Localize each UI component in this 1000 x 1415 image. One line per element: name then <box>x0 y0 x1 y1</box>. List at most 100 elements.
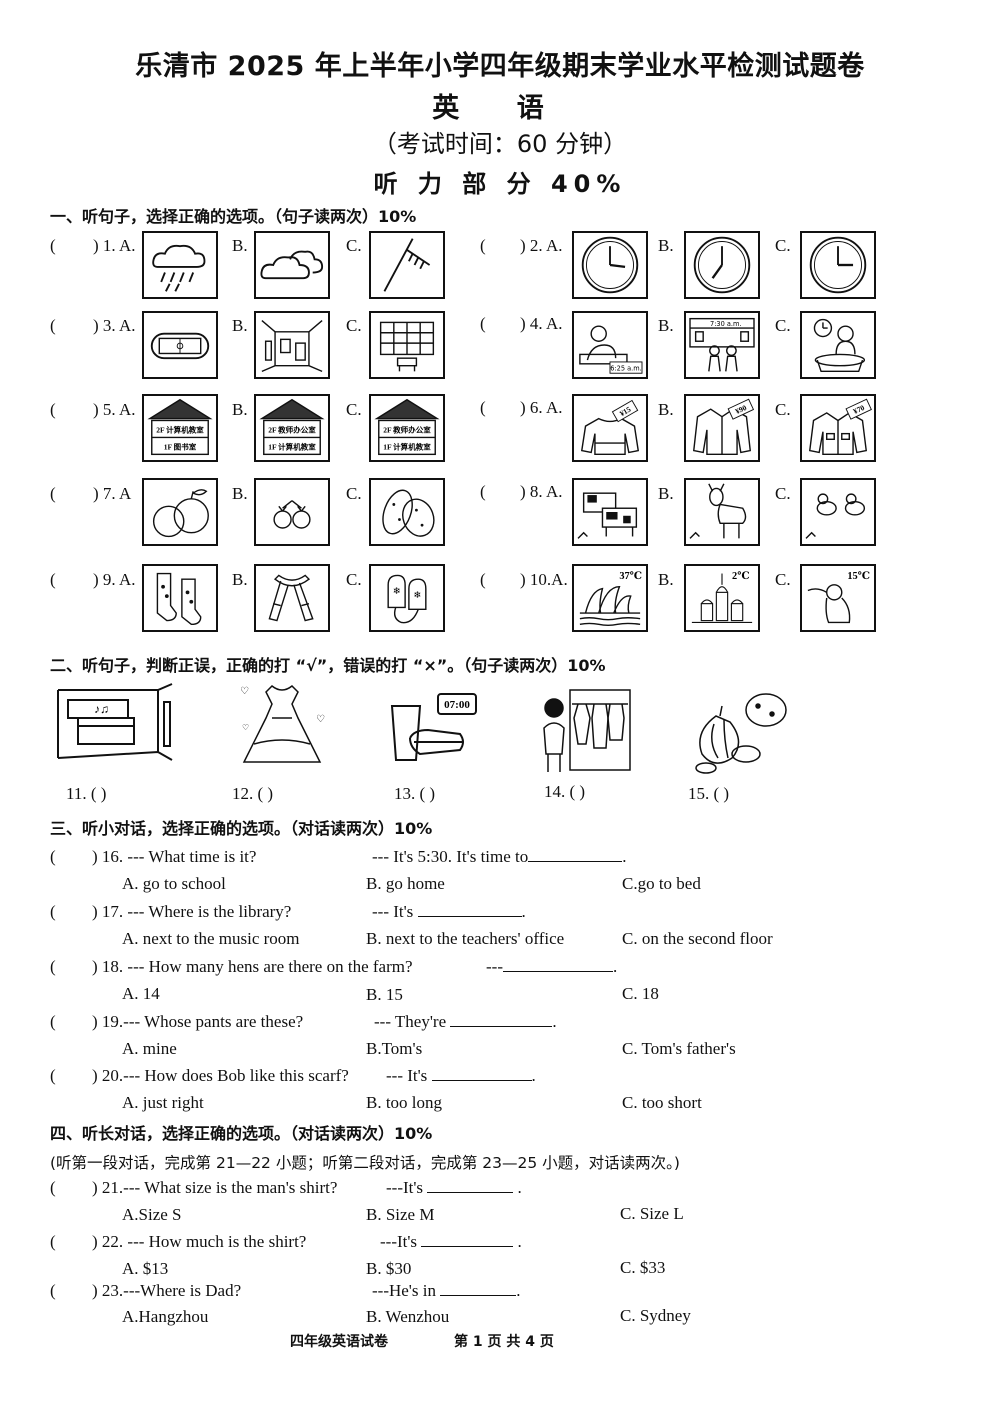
q16-option-b[interactable]: B. go home <box>366 874 445 893</box>
q1-option-a-rain-icon[interactable] <box>142 231 218 299</box>
q4-option-a-wake-up-icon[interactable]: 6:25 a.m. <box>572 311 648 379</box>
q23-option-c[interactable]: C. Sydney <box>620 1306 691 1325</box>
q11-answer-blank[interactable]: 11. ( ) <box>66 784 107 803</box>
q11-piano-room-picture: ♪♫ <box>54 682 174 766</box>
section-4-note: (听第一段对话，完成第 21—22 小题；听第二段对话，完成第 23—25 小题… <box>50 1154 680 1172</box>
paren-open: ( <box>50 957 56 976</box>
q19-option-a[interactable]: A. mine <box>122 1039 177 1058</box>
q20-response: --- It's . <box>386 1066 536 1086</box>
q14-answer-blank[interactable]: 14. ( ) <box>544 782 586 801</box>
q8-option-b-goat-icon[interactable] <box>684 478 760 546</box>
q3-option-c-library-icon[interactable] <box>369 311 445 379</box>
q12-answer-blank[interactable]: 12. ( ) <box>232 784 274 803</box>
q9-option-b-scarf-icon[interactable] <box>254 564 330 632</box>
q22-option-c[interactable]: C. $33 <box>620 1258 666 1277</box>
q9-label: 9. A. <box>102 570 136 589</box>
q2-c-label: C. <box>775 236 791 255</box>
q19-blank[interactable] <box>450 1026 553 1027</box>
q9-option-a-socks-icon[interactable] <box>142 564 218 632</box>
q13-answer-blank[interactable]: 13. ( ) <box>394 784 436 803</box>
q18-blank[interactable] <box>502 971 613 972</box>
q4-option-c-lunch-icon[interactable] <box>800 311 876 379</box>
q6-option-c-coat-icon[interactable]: ¥70 <box>800 394 876 462</box>
q17-question: ) 17. --- Where is the library? <box>92 902 292 921</box>
paren-open: ( <box>50 570 56 589</box>
q21-option-c[interactable]: C. Size L <box>620 1204 684 1223</box>
q22-response-text: ---It's <box>380 1232 418 1251</box>
q20-option-c[interactable]: C. too short <box>622 1093 702 1112</box>
q10-option-b-moscow-icon[interactable]: 2℃ <box>684 564 760 632</box>
q23-question: ) 23.---Where is Dad? <box>92 1281 242 1300</box>
q5a-floor-1: 1F 图书室 <box>164 442 197 452</box>
paren-open: ( <box>50 484 56 503</box>
paren-close: ) <box>93 316 99 335</box>
q6-label: 6. A. <box>529 398 563 417</box>
q18-option-c[interactable]: C. 18 <box>622 984 659 1003</box>
q10-c-label: C. <box>775 570 791 589</box>
q4-option-b-school-icon[interactable]: 7:30 a.m. <box>684 311 760 379</box>
q17-option-b[interactable]: B. next to the teachers' office <box>366 929 565 948</box>
q10-option-c-merlion-icon[interactable]: 15℃ <box>800 564 876 632</box>
q21-option-a[interactable]: A.Size S <box>122 1205 182 1224</box>
q9-option-c-mittens-icon[interactable]: ❄❄ <box>369 564 445 632</box>
q19-option-b[interactable]: B.Tom's <box>366 1039 423 1058</box>
q14-clothes-shop-picture <box>534 688 632 774</box>
q20-blank[interactable] <box>431 1080 532 1081</box>
q23-blank[interactable] <box>440 1295 517 1296</box>
q8-option-c-hens-icon[interactable] <box>800 478 876 546</box>
q18-option-b[interactable]: B. 15 <box>366 985 403 1004</box>
q10a-temp: 37℃ <box>619 571 642 582</box>
q3-option-a-playground-icon[interactable] <box>142 311 218 379</box>
q1-option-c-rake-icon[interactable] <box>369 231 445 299</box>
q16-question: ) 16. --- What time is it? <box>92 847 257 866</box>
q22-option-a[interactable]: A. $13 <box>122 1259 169 1278</box>
q2-option-b-clock-icon[interactable] <box>684 231 760 299</box>
svg-text:♡: ♡ <box>242 723 249 732</box>
q21-option-b[interactable]: B. Size M <box>366 1205 435 1224</box>
q15-answer-blank[interactable]: 15. ( ) <box>688 784 730 803</box>
q8-c-label: C. <box>775 484 791 503</box>
q20-option-a[interactable]: A. just right <box>122 1093 204 1112</box>
q2-label: 2. A. <box>529 236 563 255</box>
section-3-heading: 三、听小对话，选择正确的选项。（对话读两次）10% <box>50 819 433 838</box>
q16-blank[interactable] <box>528 861 623 862</box>
q22-blank[interactable] <box>421 1246 514 1247</box>
q21-blank[interactable] <box>427 1192 514 1193</box>
paren-close: ) <box>93 484 99 503</box>
q7-option-c-potatoes-icon[interactable] <box>369 478 445 546</box>
q17-blank[interactable] <box>417 916 522 917</box>
q19-option-c[interactable]: C. Tom's father's <box>622 1039 736 1058</box>
q16-option-c[interactable]: C.go to bed <box>622 874 701 893</box>
q3-option-b-room-icon[interactable] <box>254 311 330 379</box>
q18-option-a[interactable]: A. 14 <box>122 984 160 1003</box>
paren-close: ) <box>93 400 99 419</box>
q2-option-c-clock-icon[interactable] <box>800 231 876 299</box>
q1-option-b-cloud-icon[interactable] <box>254 231 330 299</box>
svg-text:♪♫: ♪♫ <box>94 702 109 716</box>
q19-response: --- They're . <box>374 1012 557 1032</box>
q5b-floor-1: 1F 计算机教室 <box>268 442 316 452</box>
section-1-heading: 一、听句子，选择正确的选项。（句子读两次）10% <box>50 207 417 226</box>
q6-option-a-sweater-icon[interactable]: ¥15 <box>572 394 648 462</box>
q16-end: . <box>622 847 627 866</box>
q16-option-a[interactable]: A. go to school <box>122 874 226 893</box>
q22-option-b[interactable]: B. $30 <box>366 1259 412 1278</box>
paren-open: ( <box>50 400 56 419</box>
q23-option-b[interactable]: B. Wenzhou <box>366 1307 450 1326</box>
q7-option-b-tomatoes-icon[interactable] <box>254 478 330 546</box>
q7-option-a-apples-icon[interactable] <box>142 478 218 546</box>
q2-option-a-clock-icon[interactable] <box>572 231 648 299</box>
paren-open: ( <box>50 1178 56 1197</box>
q17-option-a[interactable]: A. next to the music room <box>122 929 300 948</box>
paren-open: ( <box>50 1066 56 1085</box>
q20-option-b[interactable]: B. too long <box>366 1093 443 1112</box>
q17-option-c[interactable]: C. on the second floor <box>622 929 773 948</box>
q23-option-a[interactable]: A.Hangzhou <box>122 1307 209 1326</box>
q10-option-a-sydney-icon[interactable]: 37℃ <box>572 564 648 632</box>
q8-option-a-cows-icon[interactable] <box>572 478 648 546</box>
q21-question: ) 21.--- What size is the man's shirt? <box>92 1178 338 1197</box>
q6-option-b-jacket-icon[interactable]: ¥90 <box>684 394 760 462</box>
